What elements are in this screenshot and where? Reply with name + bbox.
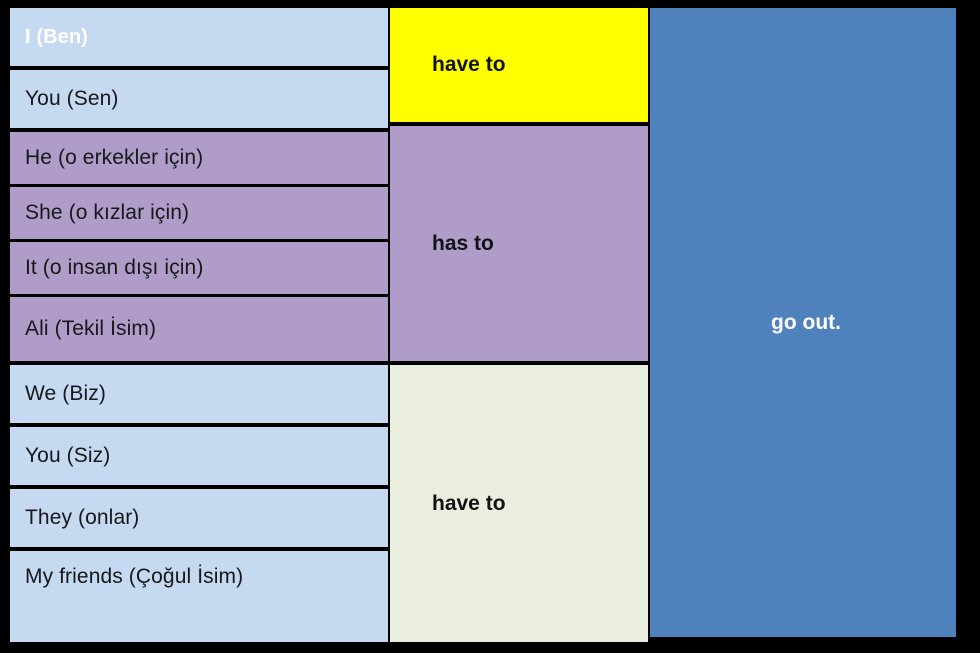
subject-label: You (Sen) — [25, 87, 119, 110]
subject-label: He (o erkekler için) — [25, 146, 204, 169]
subject-row-you-sg[interactable]: You (Sen) — [10, 70, 388, 128]
modal-cell-have-to-singular[interactable]: have to — [390, 8, 648, 122]
subject-label: You (Siz) — [25, 444, 111, 467]
modal-label: have to — [432, 53, 506, 76]
predicate-label: go out. — [771, 310, 841, 334]
subject-label: We (Biz) — [25, 382, 106, 405]
modal-label: has to — [432, 231, 494, 255]
subject-row-she[interactable]: She (o kızlar için) — [10, 187, 388, 239]
subject-row-they[interactable]: They (onlar) — [10, 489, 388, 547]
modal-cell-has-to[interactable]: has to — [390, 126, 648, 361]
subject-row-my-friends[interactable]: My friends (Çoğul İsim) — [10, 551, 388, 642]
subject-label: Ali (Tekil İsim) — [25, 317, 157, 340]
subject-row-ali[interactable]: Ali (Tekil İsim) — [10, 297, 388, 361]
subject-column: I (Ben) You (Sen) He (o erkekler için) S… — [10, 8, 388, 642]
subject-label: They (onlar) — [25, 506, 140, 529]
subject-row-it[interactable]: It (o insan dışı için) — [10, 242, 388, 294]
subject-row-we[interactable]: We (Biz) — [10, 365, 388, 423]
predicate-column[interactable]: go out. — [650, 8, 956, 637]
subject-row-i[interactable]: I (Ben) — [10, 8, 388, 66]
subject-label: It (o insan dışı için) — [25, 256, 204, 279]
subject-label: I (Ben) — [25, 25, 88, 48]
modal-label: have to — [432, 491, 506, 515]
modal-column: have to has to have to — [390, 8, 648, 642]
subject-label: My friends (Çoğul İsim) — [25, 565, 244, 588]
subject-row-he[interactable]: He (o erkekler için) — [10, 132, 388, 184]
subject-row-you-pl[interactable]: You (Siz) — [10, 427, 388, 485]
modal-cell-have-to-plural[interactable]: have to — [390, 365, 648, 642]
subject-label: She (o kızlar için) — [25, 201, 190, 224]
